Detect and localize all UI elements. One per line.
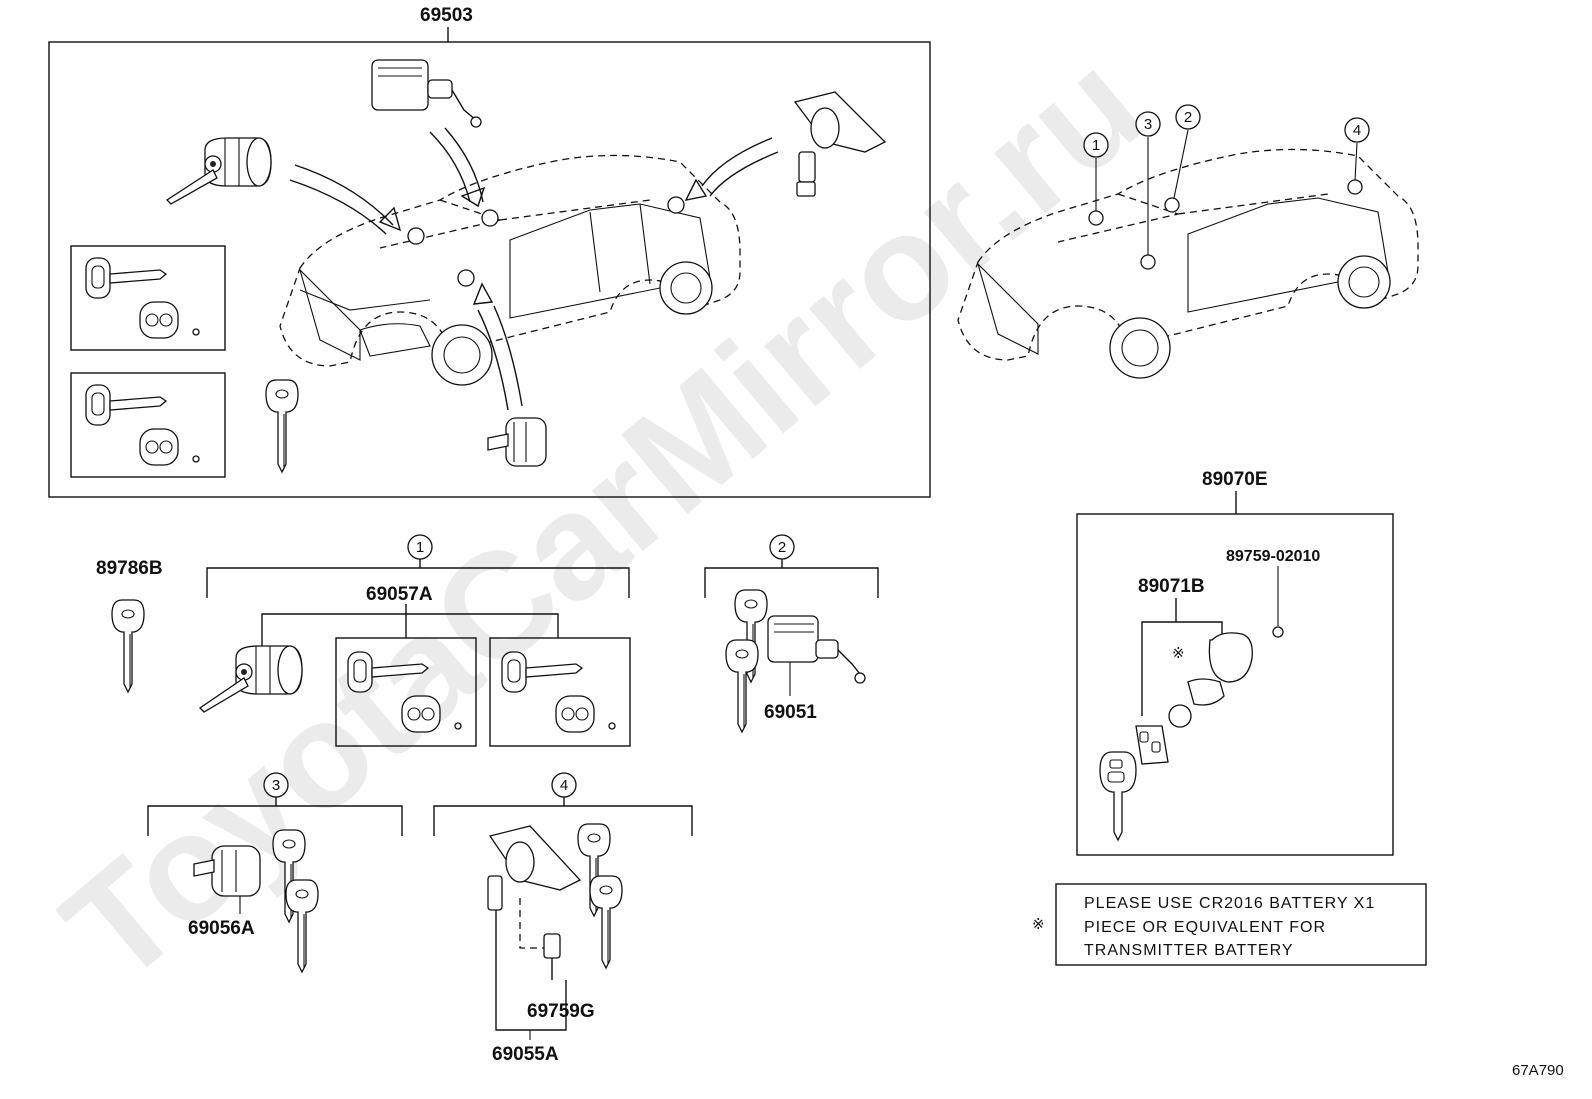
note-box [1055, 883, 1427, 966]
glove-box-cylinder [487, 417, 547, 467]
glove-cylinder-69056A [193, 829, 319, 973]
callout-3: 3 [272, 777, 280, 794]
note-line-2: PIECE OR EQUIVALENT FOR [1084, 919, 1326, 936]
part-label-89070E: 89070E [1202, 469, 1268, 490]
keyset-box-69057A-1 [335, 637, 477, 747]
diagram-code: 67A790 [1512, 1062, 1564, 1079]
box-69503 [48, 41, 931, 498]
part-label-89759-02010: 89759-02010 [1226, 548, 1320, 565]
keyset-box-2 [70, 372, 226, 478]
bracket-1 [206, 559, 630, 598]
cylinder-69057A [198, 645, 303, 713]
box-89070E [1076, 513, 1394, 856]
bracket-3 [147, 797, 403, 836]
keyset-box-69057A-2 [489, 637, 631, 747]
master-key [265, 379, 299, 473]
callout-1: 1 [416, 539, 424, 556]
keyset-2 [85, 384, 200, 466]
note-line-1: PLEASE USE CR2016 BATTERY X1 [1084, 895, 1375, 912]
car-callout-3: 3 [1144, 116, 1152, 133]
car-callout-4: 4 [1353, 122, 1361, 139]
part-label-89786B: 89786B [96, 558, 163, 579]
ignition-cylinder-top [371, 59, 482, 128]
door-cylinder-left [165, 137, 272, 205]
part-label-69055A: 69055A [492, 1044, 559, 1065]
arrows-left-car [289, 127, 779, 411]
callout-2: 2 [778, 539, 786, 556]
luggage-lock [793, 91, 887, 197]
part-label-69503: 69503 [420, 5, 473, 26]
car-callout-2: 2 [1184, 109, 1192, 126]
part-label-69051: 69051 [764, 702, 817, 723]
car-illustration-left [279, 154, 741, 386]
key-89786B [111, 599, 145, 693]
part-label-89071B: 89071B [1138, 576, 1205, 597]
bracket-69057A [261, 604, 559, 650]
note-symbol: ※ [1032, 916, 1045, 933]
keyset-69057A-2 [501, 651, 616, 733]
keyset-box-1 [70, 245, 226, 351]
transmitter-parts [1099, 626, 1284, 842]
keyset-1 [85, 257, 200, 339]
note-line-3: TRANSMITTER BATTERY [1084, 942, 1294, 959]
battery-marker: ※ [1172, 645, 1185, 662]
car-callout-1: 1 [1092, 137, 1100, 154]
door-lock-69051 [725, 589, 866, 733]
bracket-4 [433, 797, 693, 836]
bracket-2 [704, 559, 879, 598]
car-illustration-right [957, 104, 1419, 379]
luggage-lock-69055A [487, 823, 623, 1040]
callout-4: 4 [560, 777, 568, 794]
part-label-69057A: 69057A [366, 584, 433, 605]
part-label-69759G: 69759G [527, 1001, 595, 1022]
part-label-69056A: 69056A [188, 918, 255, 939]
